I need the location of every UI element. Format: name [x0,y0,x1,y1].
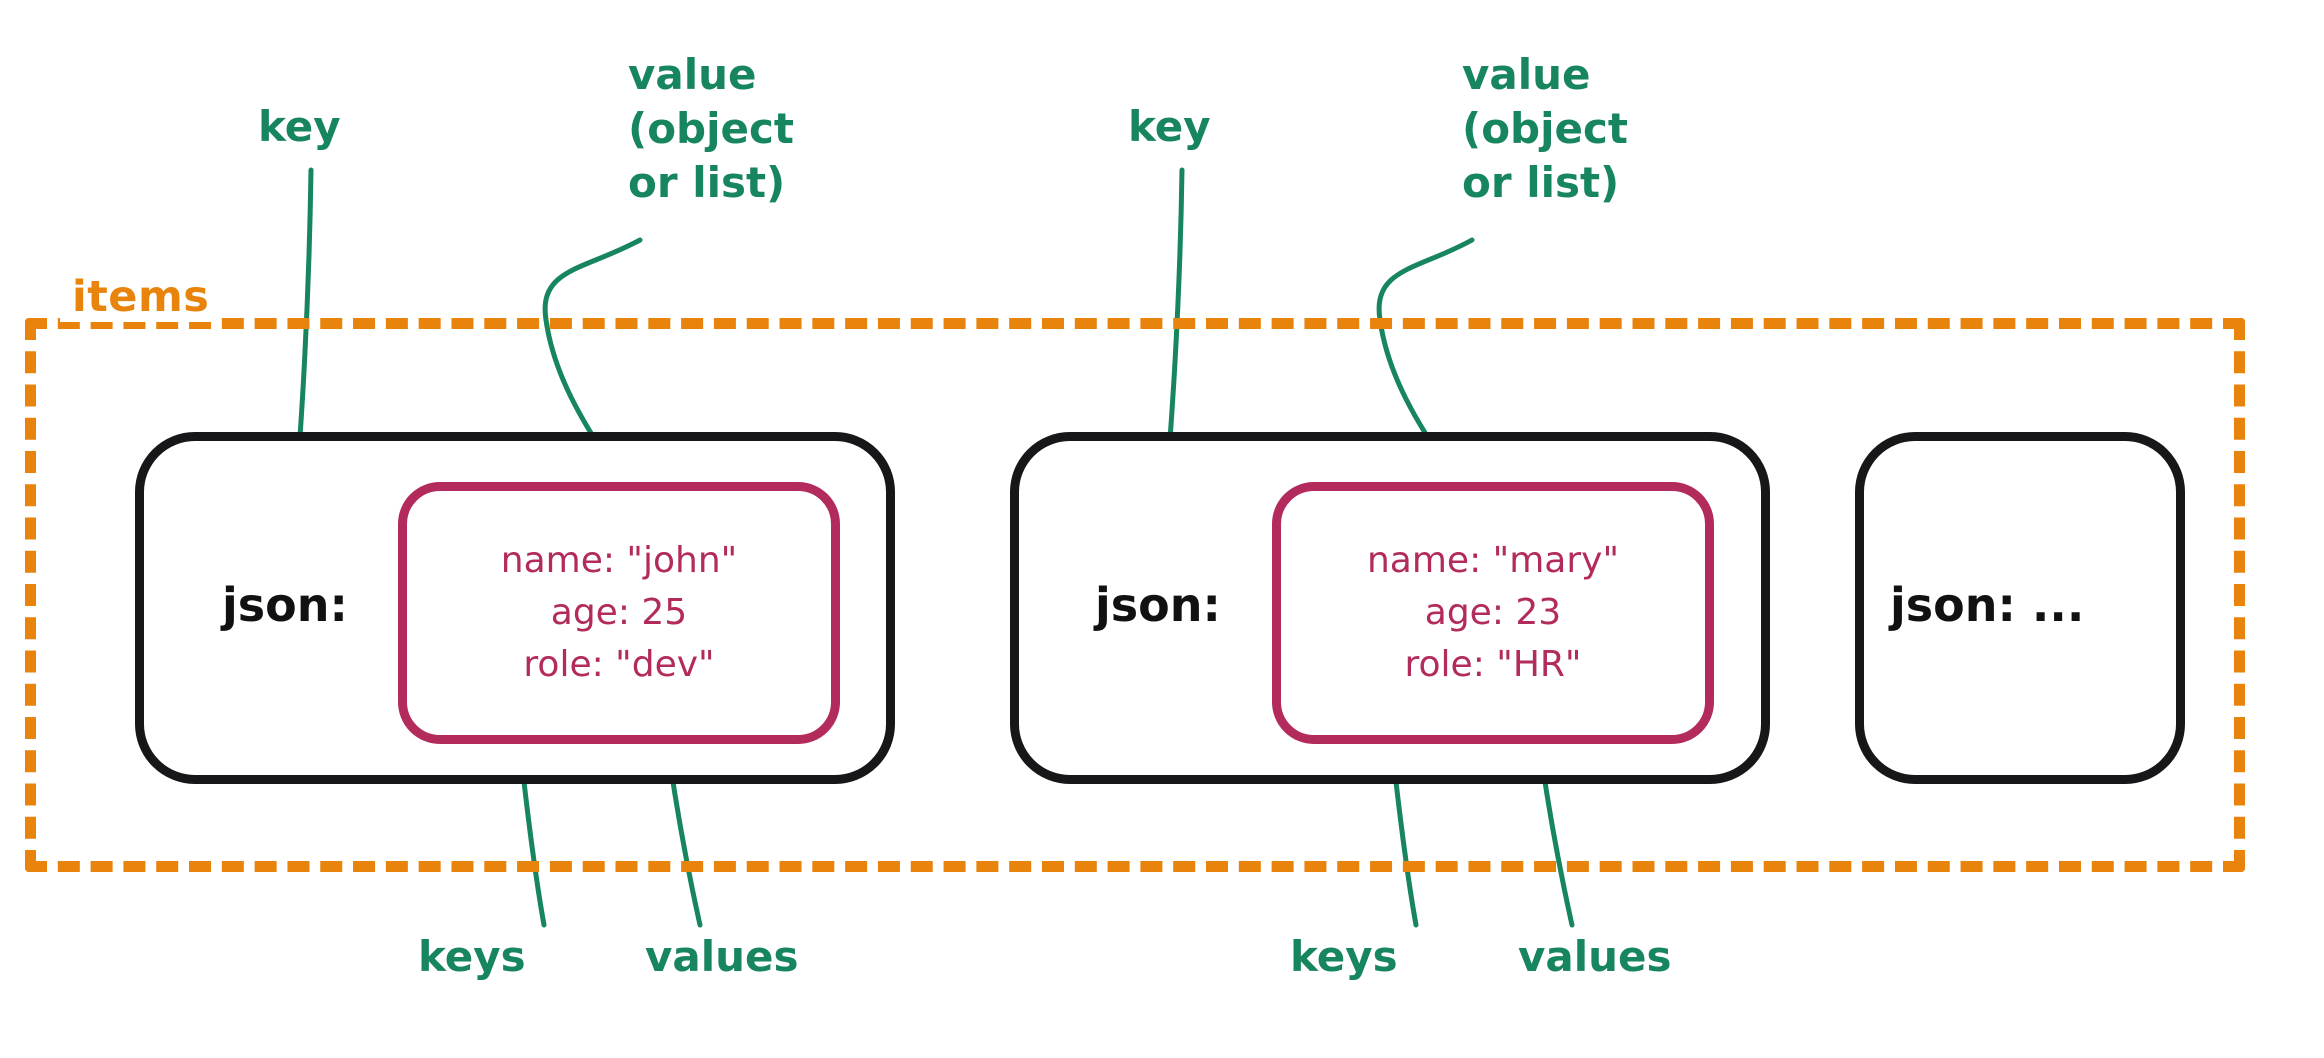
annotation-key-1: key [258,102,341,151]
card-1-entry-0: name: "john" [500,540,738,582]
card-3-key-label: json: ... [1890,578,2085,632]
annotation-values-2: values [1518,932,1672,981]
items-container [25,318,2245,872]
card-2-entry-0: name: "mary" [1366,540,1620,582]
card-2-entry-1: age: 23 [1424,592,1562,634]
annotation-key-2: key [1128,102,1211,151]
annotation-value-2: value (object or list) [1462,48,1628,209]
annotation-keys-2: keys [1290,932,1398,981]
annotation-value-2-line-2: or list) [1462,157,1620,207]
card-1-entry-1: age: 25 [550,592,688,634]
card-2-entry-2: role: "HR" [1404,643,1582,685]
annotation-value-2-line-1: (object [1462,103,1628,153]
annotation-value-1-line-2: or list) [628,157,786,207]
item-card-3[interactable] [1855,432,2185,784]
card-1-key-label: json: [222,578,348,632]
annotation-value-1: value (object or list) [628,48,794,209]
annotation-keys-1: keys [418,932,526,981]
annotation-value-1-line-0: value [628,50,757,99]
card-1-entry-2: role: "dev" [523,643,715,685]
annotation-value-1-line-1: (object [628,103,794,153]
items-container-label: items [60,272,222,322]
annotation-values-1: values [645,932,799,981]
card-2-key-label: json: [1095,578,1221,632]
card-2-value-box[interactable]: name: "mary" age: 23 role: "HR" [1272,482,1714,744]
annotation-value-2-line-0: value [1462,50,1591,99]
card-1-value-box[interactable]: name: "john" age: 25 role: "dev" [398,482,840,744]
